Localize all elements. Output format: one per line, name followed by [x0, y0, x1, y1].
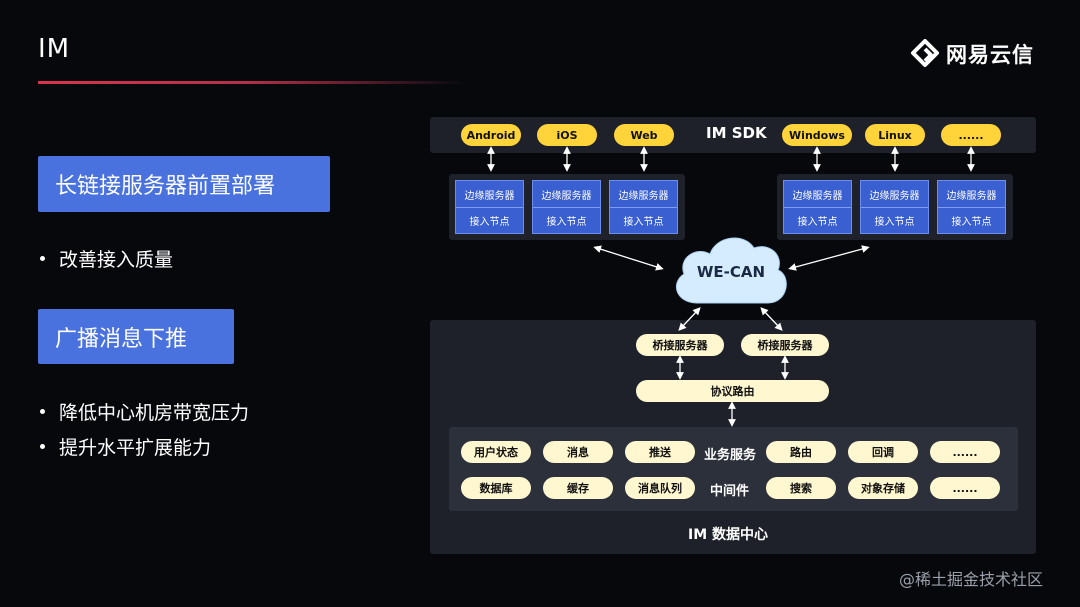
edge-node: 边缘服务器接入节点 [937, 180, 1006, 234]
bullet-dot [40, 409, 45, 414]
bullet-text: 降低中心机房带宽压力 [59, 402, 250, 424]
bullet-dot [40, 444, 45, 449]
edge-node-title: 边缘服务器 [618, 191, 669, 202]
middleware-label: 中间件 [710, 484, 750, 499]
bullet-item: 降低中心机房带宽压力 [40, 398, 249, 425]
edge-node-subtitle: 接入节点 [797, 217, 838, 228]
platform-chip-ios: iOS [537, 124, 597, 146]
middleware-chip: 对象存储 [848, 477, 918, 499]
edge-node-title: 边缘服务器 [946, 191, 997, 202]
bullet-item: 改善接入质量 [40, 245, 173, 272]
service-chip: 消息 [543, 441, 613, 463]
edge-node: 边缘服务器接入节点 [455, 180, 524, 234]
edge-node: 边缘服务器接入节点 [532, 180, 601, 234]
netease-logo-icon [911, 39, 939, 67]
edge-node-title: 边缘服务器 [869, 191, 920, 202]
slide-title: IM [38, 34, 71, 64]
bridge-server-right: 桥接服务器 [741, 334, 829, 356]
brand-logo: 网易云信 [910, 38, 1034, 70]
edge-node-subtitle: 接入节点 [874, 217, 915, 228]
sdk-label: IM SDK [706, 124, 767, 142]
middleware-chip: ...... [930, 477, 1000, 499]
edge-node: 边缘服务器接入节点 [860, 180, 929, 234]
service-chip: 回调 [848, 441, 918, 463]
platform-chip-android: Android [461, 124, 521, 146]
bullet-dot [40, 256, 45, 261]
data-center-label: IM 数据中心 [688, 527, 769, 543]
business-services-label: 业务服务 [704, 448, 757, 463]
watermark: @稀土掘金技术社区 [899, 570, 1044, 589]
logo-text: 网易云信 [946, 43, 1034, 67]
service-chip: 推送 [625, 441, 695, 463]
edge-node-title: 边缘服务器 [541, 191, 592, 202]
bridge-server-left: 桥接服务器 [636, 334, 724, 356]
arrow-cloud-bridge-left [678, 307, 701, 331]
bullet-text: 改善接入质量 [59, 249, 174, 271]
arrow-cloud-bridge-right [760, 307, 783, 331]
edge-node-title: 边缘服务器 [792, 191, 843, 202]
bullet-text: 提升水平扩展能力 [59, 437, 212, 459]
middleware-chip: 数据库 [461, 477, 531, 499]
arrow-edge-cloud-right [788, 245, 870, 271]
title-underline [38, 81, 460, 84]
edge-node-divider [938, 207, 1005, 208]
platform-chip-more: ...... [941, 124, 1001, 146]
platform-chip-windows: Windows [782, 124, 852, 146]
edge-node: 边缘服务器接入节点 [783, 180, 852, 234]
edge-node-subtitle: 接入节点 [546, 217, 587, 228]
middleware-chip: 消息队列 [625, 477, 695, 499]
edge-node-subtitle: 接入节点 [469, 217, 510, 228]
edge-node-subtitle: 接入节点 [951, 217, 992, 228]
service-chip: 用户状态 [461, 441, 531, 463]
platform-chip-linux: Linux [865, 124, 925, 146]
protocol-router: 协议路由 [636, 380, 829, 402]
cloud-shape [675, 237, 787, 304]
edge-node-divider [784, 207, 851, 208]
edge-node: 边缘服务器接入节点 [609, 180, 678, 234]
edge-node-divider [610, 207, 677, 208]
service-chip: 路由 [766, 441, 836, 463]
service-chip: ...... [930, 441, 1000, 463]
edge-node-title: 边缘服务器 [464, 191, 515, 202]
bullet-item: 提升水平扩展能力 [40, 433, 211, 460]
feature-box-edge-deploy: 长链接服务器前置部署 [38, 156, 330, 212]
feature-box-broadcast: 广播消息下推 [38, 309, 234, 364]
platform-chip-web: Web [614, 124, 674, 146]
edge-node-subtitle: 接入节点 [623, 217, 664, 228]
edge-node-divider [456, 207, 523, 208]
cloud-label: WE-CAN [697, 263, 765, 281]
services-panel [449, 427, 1018, 511]
edge-node-divider [861, 207, 928, 208]
sdk-bar [430, 117, 1036, 153]
edge-node-divider [533, 207, 600, 208]
arrow-edge-cloud-left [593, 245, 664, 271]
middleware-chip: 搜索 [766, 477, 836, 499]
middleware-chip: 缓存 [543, 477, 613, 499]
